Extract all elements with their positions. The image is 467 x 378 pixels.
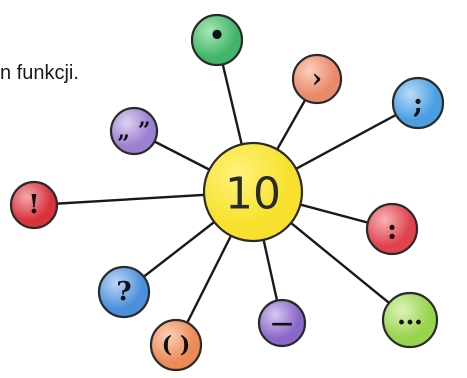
exclamation-mark-symbol: !: [28, 190, 39, 220]
parentheses-symbol: ( ): [162, 332, 190, 358]
colon-symbol: :: [387, 213, 397, 246]
ellipsis-symbol: …: [397, 301, 423, 331]
semicolon-symbol: ;: [413, 87, 423, 120]
node-quotation-marks: „ ”: [111, 108, 157, 154]
node-comma: ›: [293, 55, 341, 103]
hub-label: 10: [225, 169, 281, 220]
hub-node: 10: [204, 143, 302, 241]
quotation-marks-symbol: „ ”: [118, 118, 151, 144]
dash-symbol: —: [271, 310, 293, 336]
node-dash: —: [259, 300, 305, 346]
comma-symbol: ›: [312, 64, 322, 94]
question-mark-symbol: ?: [116, 277, 131, 307]
node-colon: :: [367, 204, 417, 254]
node-parentheses: ( ): [151, 320, 201, 370]
node-question-mark: ?: [99, 267, 149, 317]
node-period: •: [192, 15, 242, 65]
node-ellipsis: …: [383, 293, 437, 347]
node-semicolon: ;: [393, 78, 443, 128]
node-exclamation-mark: !: [11, 182, 57, 228]
period-symbol: •: [209, 21, 226, 51]
